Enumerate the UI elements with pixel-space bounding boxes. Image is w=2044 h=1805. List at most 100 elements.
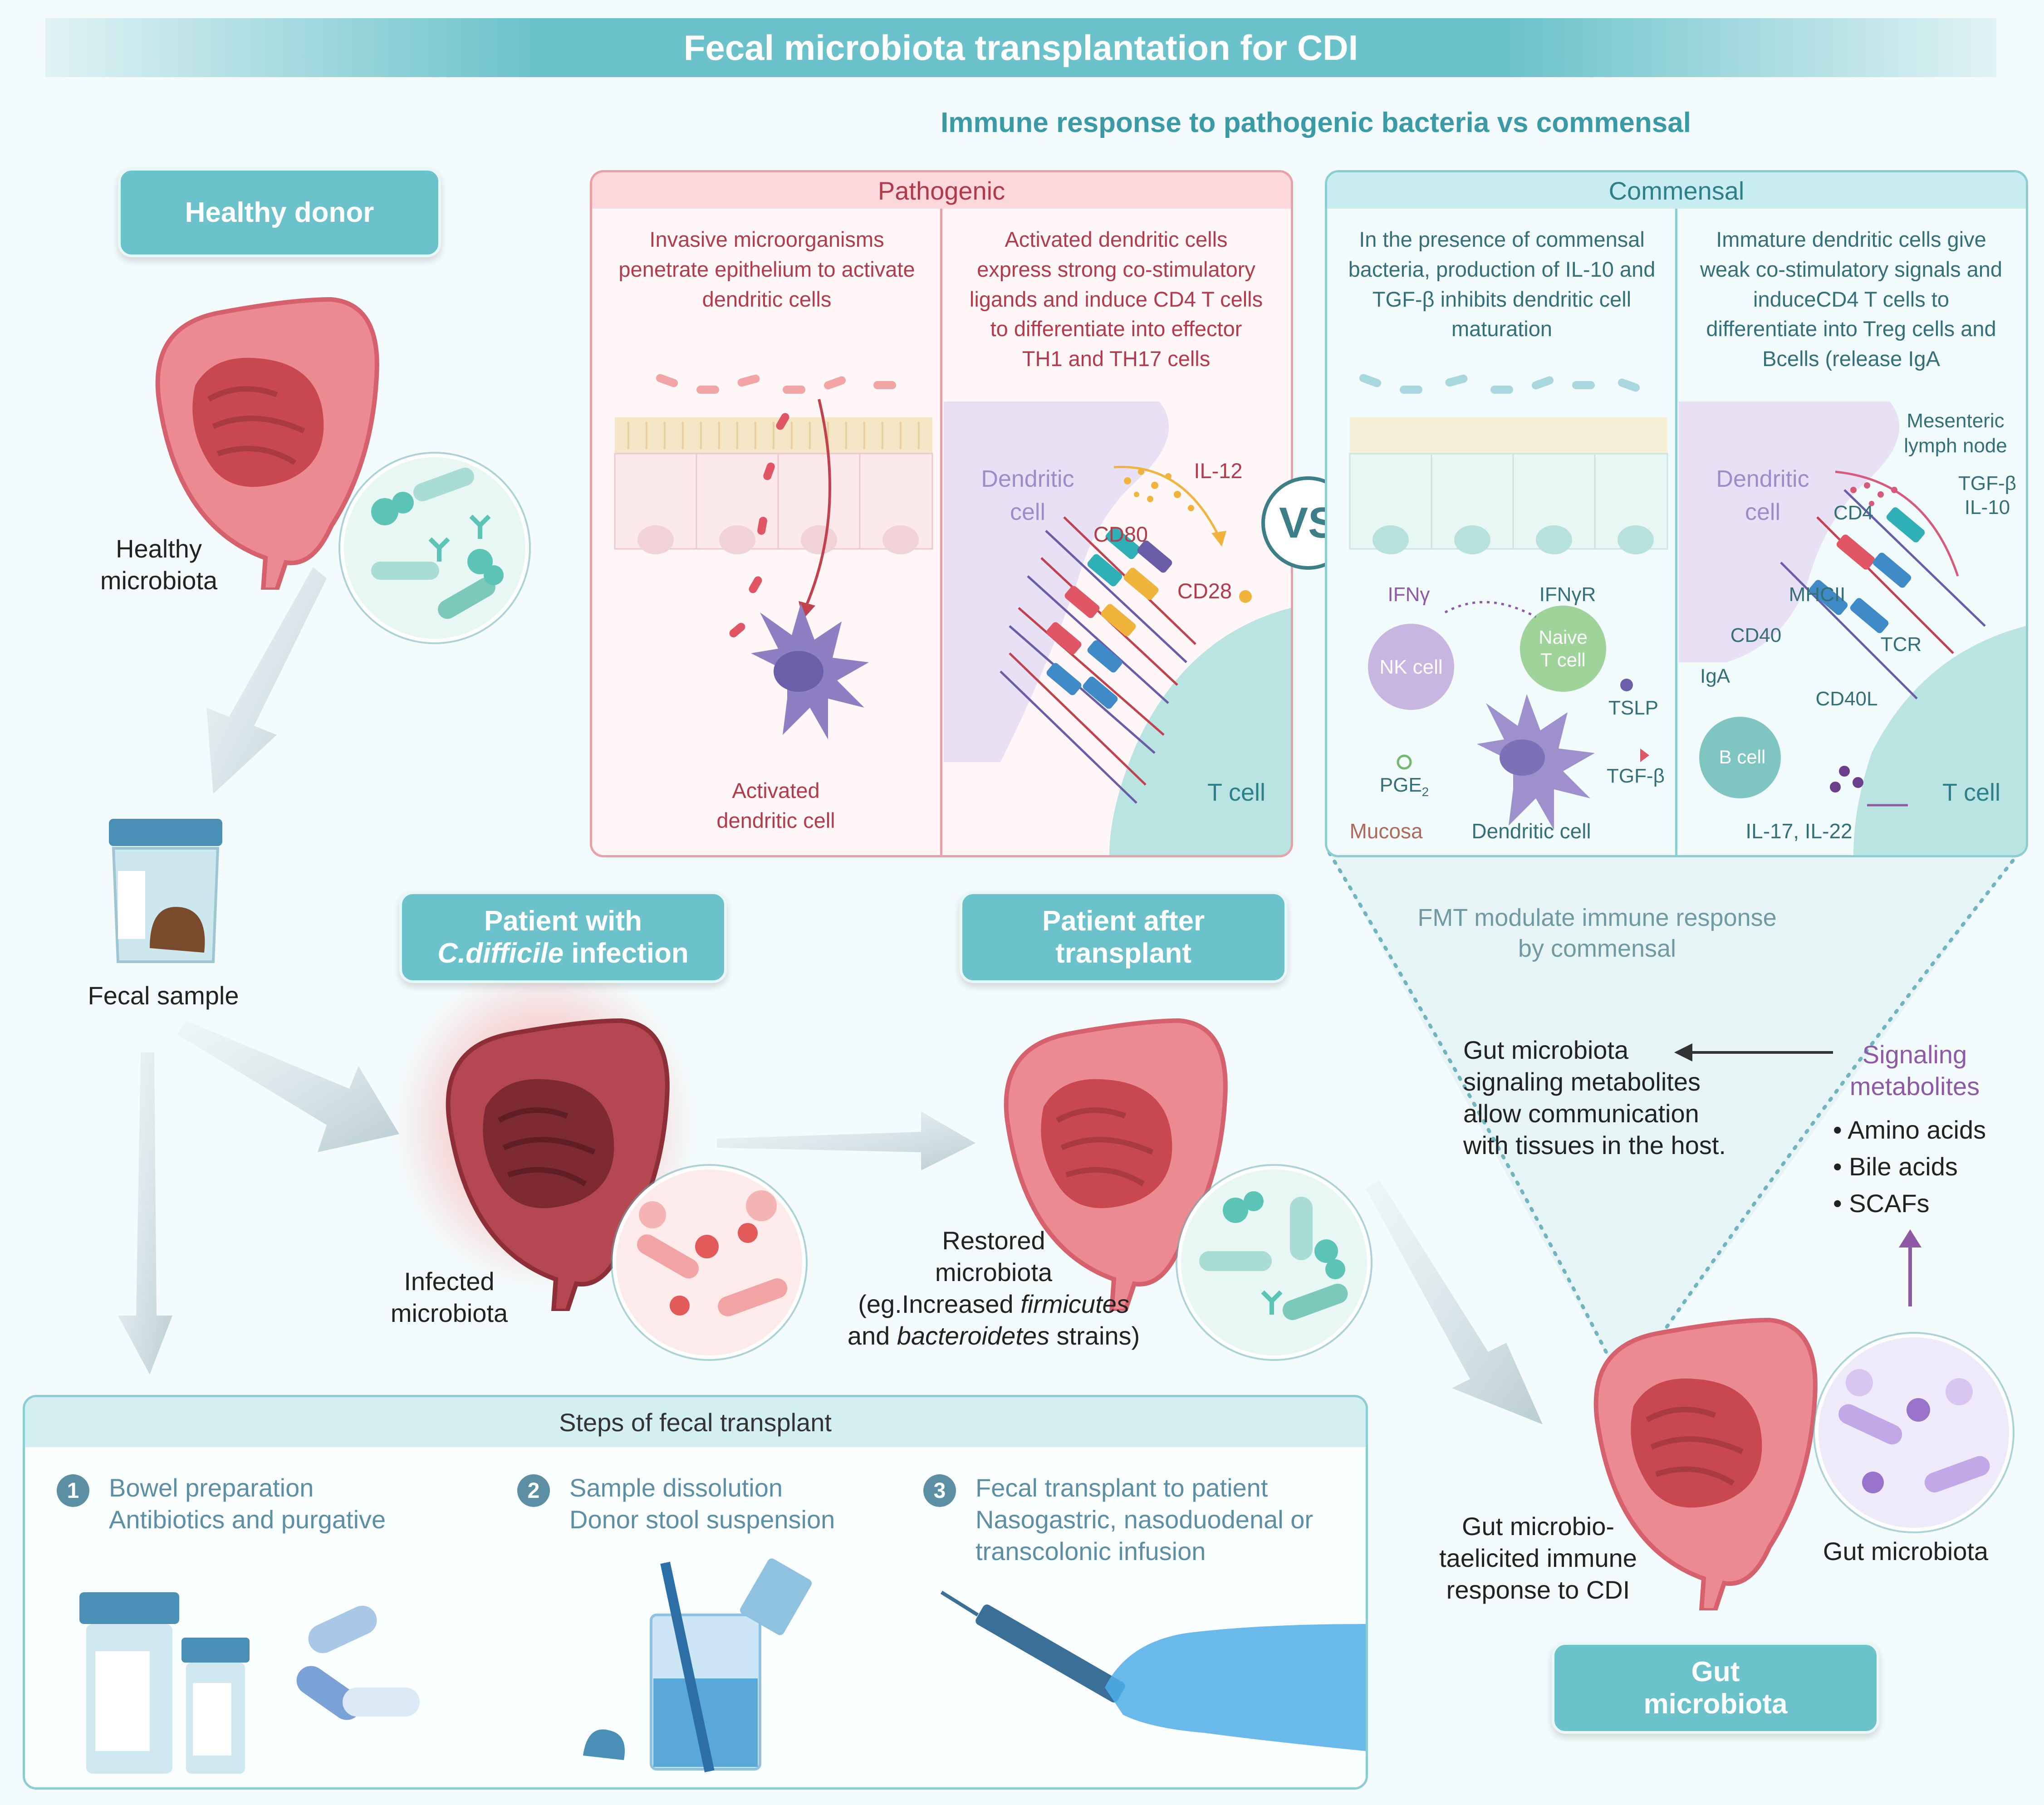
fmt-cone — [1329, 853, 2019, 1388]
fmt-line1: FMT modulate immune response — [1417, 904, 1777, 931]
gut-intestine-icon — [1593, 1317, 1818, 1610]
step-2-title: Sample dissolution — [569, 1473, 783, 1502]
restored-intestine-icon — [1004, 1018, 1228, 1311]
pathogenic-col1-text: Invasive microorganisms penetrate epithe… — [597, 225, 937, 314]
metabolite-scafs: SCAFs — [1849, 1189, 1930, 1218]
com-dc-bottom-label: Dendritic cell — [1471, 819, 1591, 843]
com-col1-line3: TGF-β inhibits dendritic cell — [1372, 287, 1632, 311]
step-1-text: Bowel preparation Antibiotics and purgat… — [109, 1472, 472, 1536]
gut-elicited-line3: response to CDI — [1446, 1575, 1630, 1604]
healthy-microbiota-circle — [340, 454, 529, 642]
metabolite-bile: Bile acids — [1849, 1152, 1958, 1181]
mhcii-label: MHCII — [1789, 583, 1846, 606]
pat-dc-line1: Dendritic — [981, 466, 1074, 492]
restored-line3-italic: firmicutes — [1020, 1290, 1129, 1318]
pat-col1-line3: dendritic cells — [702, 287, 832, 311]
steps-header: Steps of fecal transplant — [25, 1397, 1366, 1447]
gut-signaling-line2: signaling metabolites — [1463, 1067, 1701, 1096]
activated-dc-line1: Activated — [732, 778, 820, 802]
healthy-microbiota-line2: microbiota — [100, 566, 218, 595]
subtitle: Immune response to pathogenic bacteria v… — [941, 107, 1691, 138]
signaling-line2: metabolites — [1849, 1072, 1980, 1101]
infected-line2: microbiota — [390, 1299, 508, 1327]
gut-signaling-line4: with tissues in the host. — [1463, 1131, 1726, 1159]
mesenteric-line2: lymph node — [1904, 435, 2007, 457]
healthy-donor-badge: Healthy donor — [118, 168, 441, 257]
iga-label: IgA — [1700, 665, 1730, 687]
title-text: Fecal microbiota transplantation for CDI — [683, 27, 1358, 68]
commensal-illustration — [1349, 374, 2026, 855]
patient-cdi-line1: Patient with — [484, 905, 642, 937]
patient-after-badge: Patient after transplant — [960, 891, 1287, 983]
gut-elicited-label: Gut microbio- taelicited immune response… — [1420, 1511, 1656, 1606]
mesenteric-label: Mesenteric lymph node — [1890, 408, 2021, 458]
fmt-line2: by commensal — [1518, 934, 1676, 962]
ifng-label: IFNγ — [1387, 583, 1430, 606]
naive-t-line2: T cell — [1540, 649, 1586, 671]
pathogenic-panel: Pathogenic Invasive microorganisms penet… — [590, 170, 1293, 857]
gut-elicited-line1: Gut microbio- — [1461, 1512, 1615, 1541]
restored-line4-post: strains) — [1049, 1321, 1140, 1350]
com-t-cell-label: T cell — [1942, 779, 2001, 806]
tgfb-label: TGF-β — [1607, 765, 1665, 787]
pathogenic-illustration — [614, 374, 1291, 855]
cd40-label: CD40 — [1730, 624, 1782, 646]
pat-col1-line1: Invasive microorganisms — [649, 227, 884, 251]
commensal-header: Commensal — [1327, 172, 2026, 209]
capsule-icon — [296, 1605, 420, 1720]
pat-col2-line2: express strong co-stimulatory — [977, 257, 1255, 281]
patient-after-line1: Patient after — [1042, 905, 1205, 937]
tgfb-il10-line2: IL-10 — [1964, 496, 2010, 519]
step-1-title: Bowel preparation — [109, 1473, 314, 1502]
infected-line1: Infected — [404, 1267, 495, 1296]
com-dc-line1: Dendritic — [1716, 466, 1809, 492]
cd80-label: CD80 — [1093, 522, 1148, 546]
pat-col2-line3: ligands and induce CD4 T cells — [969, 287, 1263, 311]
b-cell-label: B cell — [1719, 746, 1766, 768]
gut-signaling-text: Gut microbiota signaling metabolites all… — [1463, 1034, 1790, 1161]
tslp-label: TSLP — [1608, 697, 1659, 719]
step-2-line1: Donor stool suspension — [569, 1505, 835, 1534]
com-dendritic-cell-label: Dendritic cell — [1699, 463, 1826, 529]
healthy-donor-text: Healthy donor — [185, 196, 374, 228]
metabolite-amino: Amino acids — [1848, 1115, 1986, 1144]
com-col1-line2: bacteria, production of IL-10 and — [1348, 257, 1656, 281]
tgfb-il10-line1: TGF-β — [1958, 472, 2016, 494]
fecal-sample-jar-icon — [109, 819, 222, 963]
restored-line4-pre: and — [847, 1321, 897, 1350]
pat-dc-line2: cell — [1010, 499, 1046, 525]
restored-line2: microbiota — [935, 1258, 1053, 1286]
gut-microbiota-circle — [1815, 1334, 2013, 1531]
com-col2-line2: weak co-stimulatory signals and — [1700, 257, 2003, 281]
patient-cdi-line2: C.difficile infection — [437, 937, 688, 969]
steps-illustrations — [79, 1558, 1366, 1774]
gut-microbiota-badge: Gut microbiota — [1552, 1642, 1879, 1734]
commensal-divider — [1675, 209, 1677, 855]
fmt-modulate-label: FMT modulate immune response by commensa… — [1379, 903, 1815, 964]
pathogenic-header: Pathogenic — [592, 172, 1291, 209]
com-col2-line3: induceCD4 T cells to — [1753, 287, 1949, 311]
gut-badge-line2: microbiota — [1643, 1688, 1788, 1720]
pat-t-cell-label: T cell — [1207, 779, 1266, 806]
infected-microbiota-label: Infected microbiota — [372, 1266, 526, 1329]
activated-dc-label: Activated dendritic cell — [696, 776, 855, 836]
cd28-label: CD28 — [1177, 579, 1232, 603]
restored-microbiota-circle — [1177, 1166, 1371, 1359]
step-3-line2: transcolonic infusion — [975, 1537, 1206, 1565]
restored-line4-italic: bacteroidetes — [897, 1321, 1050, 1350]
gut-signaling-line1: Gut microbiota — [1463, 1036, 1629, 1064]
restored-line4: and bacteroidetes strains) — [808, 1320, 1180, 1352]
il12-label: IL-12 — [1194, 459, 1243, 483]
healthy-microbiota-line1: Healthy — [116, 534, 202, 563]
arrow-sample-to-steps — [118, 1052, 172, 1375]
pathogenic-col2-text: Activated dendritic cells express strong… — [944, 225, 1289, 374]
nk-cell-label: NK cell — [1379, 656, 1443, 678]
restored-microbiota-label: Restored microbiota (eg.Increased firmic… — [808, 1225, 1180, 1352]
commensal-panel: Commensal In the presence of commensal b… — [1325, 170, 2028, 857]
pge2-sub: 2 — [1421, 784, 1429, 799]
activated-dc-line2: dendritic cell — [716, 808, 835, 832]
steps-panel: Steps of fecal transplant 1 Bowel prepar… — [23, 1395, 1368, 1790]
gut-badge-line1: Gut — [1691, 1656, 1740, 1688]
naive-t-line1: Naive — [1539, 626, 1588, 648]
